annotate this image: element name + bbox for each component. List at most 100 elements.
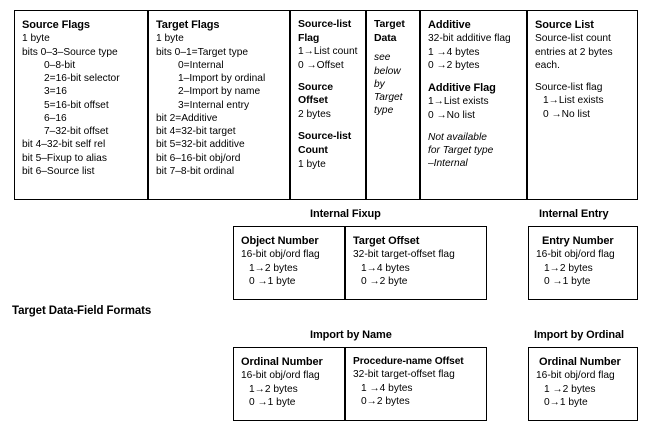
target-offset-line-1: 1→4 bytes (361, 262, 410, 274)
target-data-note-4: type (374, 105, 394, 117)
box-source-list: Source List Source-list count entries at… (527, 10, 638, 200)
source-list-flag-val-0: 1→List exists (543, 95, 604, 107)
entry-number-line-2: 0 →1 byte (544, 275, 591, 287)
box-ordinal-number-ordinal: Ordinal Number 16-bit obj/ord flag 1 →2 … (528, 347, 638, 421)
source-list-line-2: each. (535, 59, 560, 71)
target-data-note-3: Target (374, 92, 403, 104)
procedure-name-offset-line-2: 0→2 bytes (361, 395, 410, 407)
entry-number-line-1: 1→2 bytes (544, 262, 593, 274)
object-number-title: Object Number (241, 235, 319, 247)
box-object-number: Object Number 16-bit obj/ord flag 1→2 by… (233, 226, 345, 300)
target-flags-line-0: bits 0–1=Target type (156, 46, 249, 58)
box-procedure-name-offset: Procedure-name Offset 32-bit target-offs… (345, 347, 487, 421)
entry-number-title: Entry Number (542, 235, 614, 247)
target-flags-line-6: bit 4=32-bit target (156, 126, 236, 138)
additive-line-0: 32-bit additive flag (428, 33, 511, 45)
target-flags-line-3: 2–Import by name (178, 86, 261, 98)
target-offset-line-2: 0 →2 byte (361, 275, 408, 287)
ordinal-number-name-line-0: 16-bit obj/ord flag (241, 370, 320, 382)
target-data-note-1: below (374, 65, 401, 77)
box-ordinal-number-name: Ordinal Number 16-bit obj/ord flag 1→2 b… (233, 347, 345, 421)
source-list-line-1: entries at 2 bytes (535, 46, 613, 58)
heading-internal-entry: Internal Entry (539, 208, 609, 220)
heading-import-by-name: Import by Name (310, 329, 392, 341)
target-flags-title: Target Flags (156, 19, 220, 31)
source-flags-line-5: 6–16 (44, 112, 67, 124)
target-offset-title: Target Offset (353, 235, 420, 247)
additive-flag-line-0: 1→List exists (428, 96, 489, 108)
ordinal-number-ordinal-title: Ordinal Number (539, 356, 621, 368)
source-flags-line-0: bits 0–3–Source type (22, 46, 118, 58)
source-list-flag-line-1: 0 →Offset (298, 59, 344, 71)
target-offset-line-0: 32-bit target-offset flag (353, 249, 455, 261)
additive-flag-line-1: 0 →No list (428, 109, 475, 121)
additive-flag-title: Additive Flag (428, 82, 496, 95)
source-flags-line-7: bit 4–32-bit self rel (22, 139, 106, 151)
additive-line-1: 1 →4 bytes (428, 46, 480, 58)
procedure-name-offset-title: Procedure-name Offset (353, 356, 464, 367)
target-flags-line-9: bit 7–8-bit ordinal (156, 165, 235, 177)
source-list-count-line-0: 1 byte (298, 158, 326, 170)
spacer (428, 72, 520, 81)
target-data-note-2: by (374, 78, 385, 90)
source-offset-title: Source Offset (298, 80, 333, 107)
source-flags-line-9: bit 6–Source list (22, 165, 95, 177)
ordinal-number-ordinal-line-2: 0→1 byte (544, 396, 588, 408)
source-list-flag-val-1: 0 →No list (543, 108, 590, 120)
box-target-data: Target Data see below by Target type (366, 10, 420, 200)
ordinal-number-name-line-2: 0 →1 byte (249, 396, 296, 408)
additive-title: Additive (428, 19, 471, 31)
procedure-name-offset-line-0: 32-bit target-offset flag (353, 369, 455, 381)
additive-note-1: for Target type (428, 145, 494, 157)
target-flags-size: 1 byte (156, 33, 184, 45)
additive-note-2: –Internal (428, 158, 468, 170)
ordinal-number-name-title: Ordinal Number (241, 356, 323, 368)
box-source-list-flag: Source-list Flag 1→List count 0 →Offset … (290, 10, 366, 200)
heading-import-by-ordinal: Import by Ordinal (534, 329, 624, 341)
target-data-note-0: see (374, 52, 391, 64)
source-flags-line-8: bit 5–Fixup to alias (22, 152, 107, 164)
target-data-title: Target Data (374, 18, 405, 44)
source-flags-line-2: 2=16-bit selector (44, 73, 120, 85)
source-list-title: Source List (535, 19, 594, 31)
ordinal-number-ordinal-line-0: 16-bit obj/ord flag (536, 370, 615, 382)
box-entry-number: Entry Number 16-bit obj/ord flag 1→2 byt… (528, 226, 638, 300)
source-flags-line-1: 0–8-bit (44, 59, 76, 71)
target-flags-line-2: 1–Import by ordinal (178, 73, 266, 85)
page-caption: Target Data-Field Formats (12, 305, 152, 317)
source-list-flag-label: Source-list flag (535, 82, 603, 94)
spacer (428, 122, 520, 131)
additive-line-2: 0 →2 bytes (428, 59, 480, 71)
additive-note-0: Not available (428, 131, 487, 143)
object-number-line-1: 1→2 bytes (249, 262, 298, 274)
entry-number-line-0: 16-bit obj/ord flag (536, 249, 615, 261)
source-flags-size: 1 byte (22, 33, 50, 45)
target-flags-line-1: 0=Internal (178, 59, 224, 71)
source-flags-line-6: 7–32-bit offset (44, 126, 109, 138)
box-target-offset: Target Offset 32-bit target-offset flag … (345, 226, 487, 300)
spacer (298, 72, 359, 81)
target-flags-line-5: bit 2=Additive (156, 112, 218, 124)
source-list-count-title: Source-list Count (298, 130, 352, 156)
box-target-flags: Target Flags 1 byte bits 0–1=Target type… (148, 10, 290, 200)
source-flags-line-4: 5=16-bit offset (44, 99, 109, 111)
source-flags-line-3: 3=16 (44, 86, 67, 98)
ordinal-number-ordinal-line-1: 1 →2 bytes (544, 383, 596, 395)
source-flags-title: Source Flags (22, 19, 90, 31)
source-offset-line-0: 2 bytes (298, 109, 331, 121)
target-flags-line-4: 3=Internal entry (178, 99, 250, 111)
spacer (298, 121, 359, 130)
ordinal-number-name-line-1: 1→2 bytes (249, 383, 298, 395)
source-list-flag-line-0: 1→List count (298, 46, 358, 58)
object-number-line-2: 0 →1 byte (249, 275, 296, 287)
heading-internal-fixup: Internal Fixup (310, 208, 381, 220)
box-additive: Additive 32-bit additive flag 1 →4 bytes… (420, 10, 527, 200)
box-source-flags: Source Flags 1 byte bits 0–3–Source type… (14, 10, 148, 200)
procedure-name-offset-line-1: 1 →4 bytes (361, 382, 413, 394)
source-list-line-0: Source-list count (535, 33, 611, 45)
target-flags-line-7: bit 5=32-bit additive (156, 139, 245, 151)
spacer (535, 72, 631, 81)
object-number-line-0: 16-bit obj/ord flag (241, 249, 320, 261)
source-list-flag-title: Source-list Flag (298, 18, 352, 44)
